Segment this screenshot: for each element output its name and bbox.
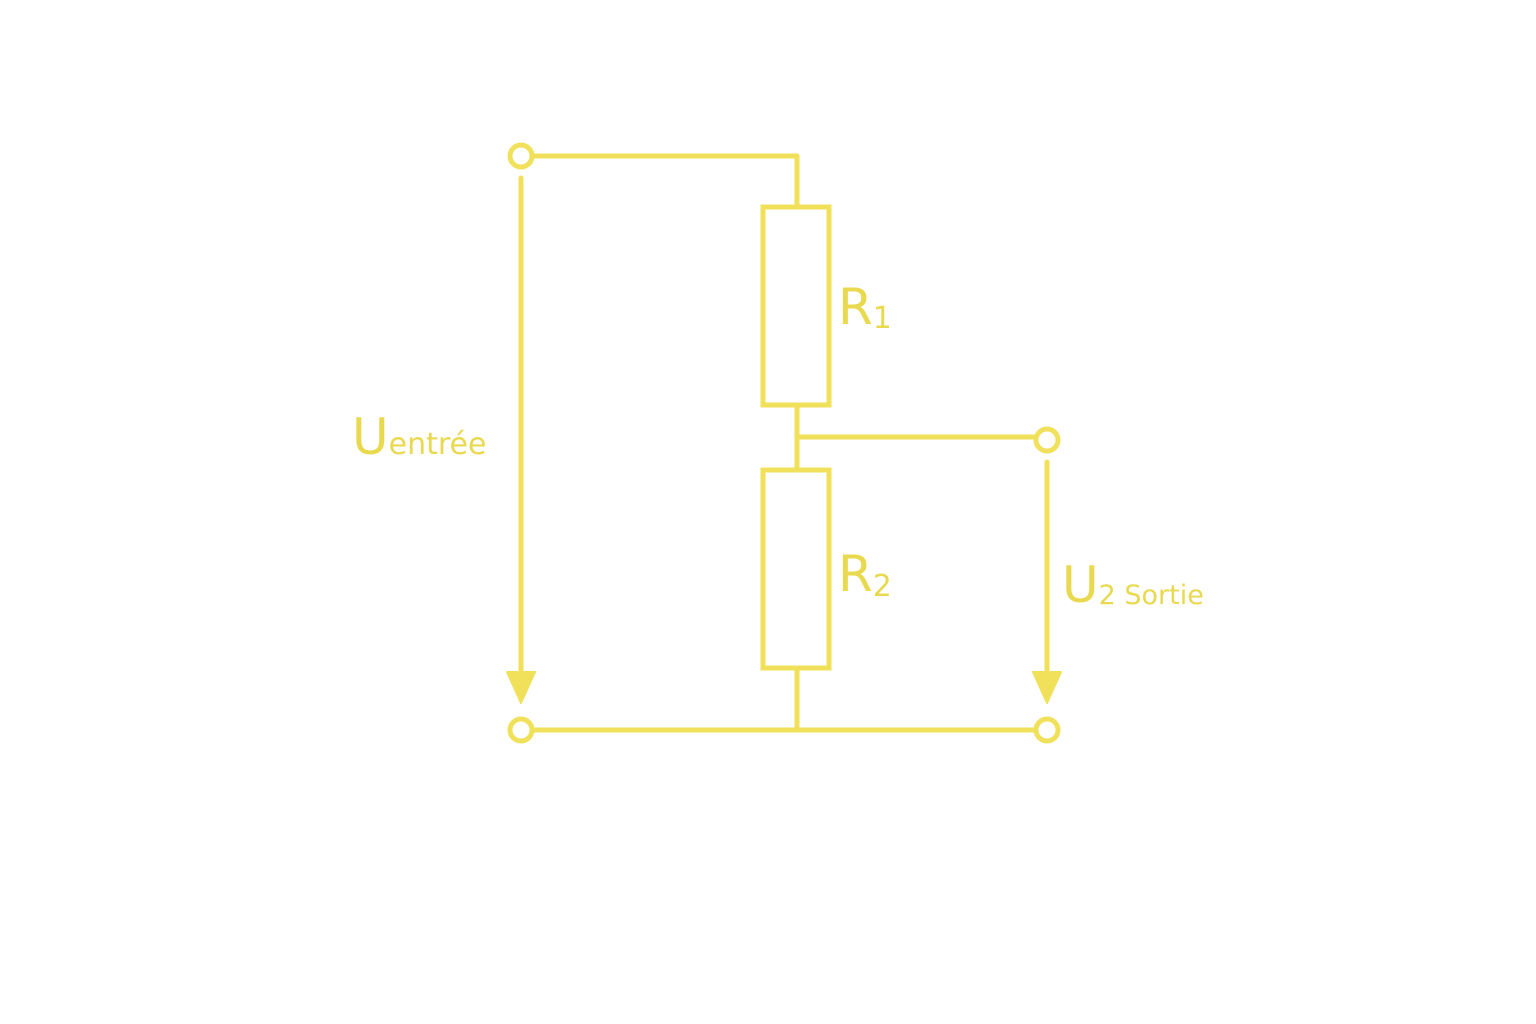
output-top-terminal [1033, 426, 1061, 454]
r1-label-main: R [838, 278, 873, 336]
u-input-label-main: U [352, 408, 389, 466]
output-bottom-terminal [1033, 716, 1061, 744]
input-bottom-terminal [507, 716, 535, 744]
r2-label: R2 [838, 545, 892, 604]
top-wire [530, 153, 800, 209]
resistor-r1 [760, 204, 832, 408]
resistor-r2 [760, 467, 832, 671]
u-input-arrowhead [506, 671, 536, 704]
u-output-arrowhead [1032, 671, 1062, 704]
u-input-label-sub: entrée [389, 427, 487, 462]
r1-label-sub: 1 [873, 301, 892, 336]
r2-label-sub: 2 [873, 569, 892, 604]
input-top-terminal [507, 142, 535, 170]
u-output-label: U2 Sortie [1062, 556, 1204, 614]
u-output-label-sub: 2 Sortie [1099, 580, 1204, 611]
u-input-label: Uentrée [352, 408, 486, 466]
r2-label-main: R [838, 545, 873, 603]
u-output-label-main: U [1062, 556, 1099, 614]
r1-label: R1 [838, 278, 892, 336]
